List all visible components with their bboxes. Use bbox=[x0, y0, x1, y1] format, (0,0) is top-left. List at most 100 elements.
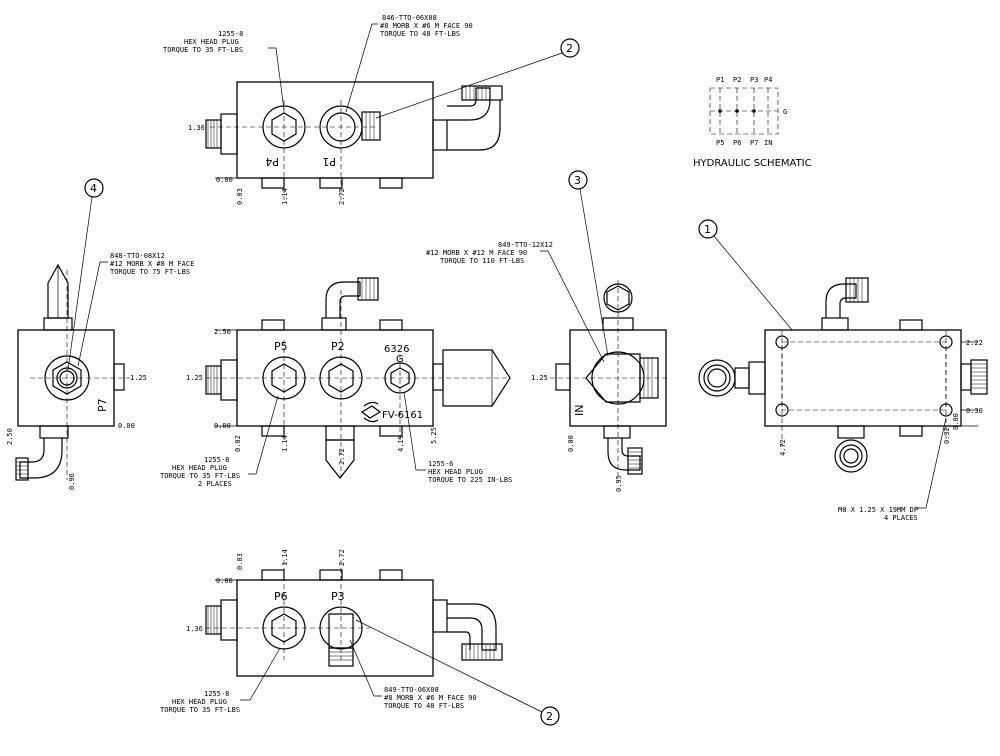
back-hole-note: M8 X 1.25 X 19MM DP bbox=[838, 506, 918, 514]
top-part-a-desc: HEX HEAD PLUG bbox=[184, 38, 239, 46]
manufacturer-logo-icon bbox=[360, 401, 382, 423]
bottom-plug-torque: TORQUE TO 35 FT-LBS bbox=[160, 706, 240, 714]
bottom-plug-desc: HEX HEAD PLUG bbox=[172, 698, 227, 706]
back-dim-222: 2.22 bbox=[966, 339, 983, 347]
front-port-p2: P2 bbox=[331, 340, 345, 353]
bottom-plug: 1255-8 bbox=[204, 690, 229, 698]
bottom-port-p6: P6 bbox=[274, 590, 288, 603]
top-dim-003: 0.03 bbox=[236, 188, 244, 205]
left-part-torque: TORQUE TO 75 FT-LBS bbox=[110, 268, 190, 276]
front-plug-b-torque: TORQUE TO 225 IN-LBS bbox=[428, 476, 512, 484]
front-port-p5: P5 bbox=[274, 340, 288, 353]
front-dim-114: 1.14 bbox=[281, 435, 289, 452]
bottom-view: 0.03 1.14 2.72 0.00 1.36 P6 P3 1255-8 HE… bbox=[160, 549, 560, 726]
back-dim-000: 0.00 bbox=[952, 413, 960, 430]
top-left-thread bbox=[205, 119, 222, 149]
front-plug-a: 1255-8 bbox=[204, 456, 229, 464]
left-top-stem bbox=[47, 263, 69, 319]
right-dim-125: 1.25 bbox=[531, 374, 548, 382]
front-dim-000: 0.00 bbox=[214, 422, 231, 430]
top-dim-000: 0.00 bbox=[216, 176, 233, 184]
right-dim-000: 0.00 bbox=[567, 435, 575, 452]
front-plug-b: 1255-6 bbox=[428, 460, 453, 468]
top-elbow bbox=[447, 87, 491, 121]
front-view: P5 P2 6326 G FV-6161 2.50 1.25 0.00 0.02… bbox=[160, 277, 512, 488]
balloon-1 bbox=[698, 219, 718, 239]
bottom-dim-003: 0.03 bbox=[236, 553, 244, 570]
schematic-title: HYDRAULIC SCHEMATIC bbox=[693, 158, 812, 169]
right-end-view: 1.25 0.00 0.95 IN 3 849-TTO-12X12 #12 MO… bbox=[426, 170, 670, 492]
top-part-a: 1255-8 bbox=[218, 30, 243, 38]
front-dim-272: 2.72 bbox=[338, 448, 346, 465]
right-port-in: IN bbox=[573, 405, 586, 416]
balloon-2-bottom bbox=[540, 706, 560, 726]
front-dim-250: 2.50 bbox=[214, 328, 231, 336]
back-dim-472: 4.72 bbox=[779, 439, 787, 456]
front-model: FV-6161 bbox=[382, 410, 423, 421]
front-dim-525: 5.25 bbox=[430, 427, 438, 444]
front-dim-419: 4.19 bbox=[397, 435, 405, 452]
bottom-dim-000: 0.00 bbox=[216, 577, 233, 585]
bottom-part-torque: TORQUE TO 48 FT-LBS bbox=[384, 702, 464, 710]
right-part-torque: TORQUE TO 110 FT-LBS bbox=[440, 257, 524, 265]
bottom-port-p3: P3 bbox=[331, 590, 345, 603]
front-port-g: G bbox=[396, 354, 404, 365]
back-dim-032: 0.32 bbox=[943, 427, 951, 444]
balloon-3-label: 3 bbox=[574, 174, 581, 187]
schem-p3: P3 bbox=[750, 76, 758, 84]
left-view: 1.25 0.00 2.50 0.96 P7 4 848-TTO-08X12 #… bbox=[6, 178, 194, 490]
top-part-b-torque: TORQUE TO 48 FT-LBS bbox=[380, 30, 460, 38]
left-port-p7: P7 bbox=[96, 398, 109, 412]
schem-p1: P1 bbox=[716, 76, 724, 84]
bottom-dim-114: 1.14 bbox=[281, 549, 289, 566]
front-plug-a-torque: TORQUE TO 35 FT-LBS bbox=[160, 472, 240, 480]
front-dim-002: 0.02 bbox=[234, 435, 242, 452]
right-part: 849-TTO-12X12 bbox=[498, 241, 553, 249]
balloon-2-top bbox=[560, 38, 580, 58]
schem-g: G bbox=[783, 108, 787, 116]
left-part: 848-TTO-08X12 bbox=[110, 252, 165, 260]
balloon-2-top-label: 2 bbox=[566, 42, 573, 55]
top-port-p4: P4 bbox=[265, 155, 279, 168]
back-bottom-nut bbox=[834, 439, 868, 473]
balloon-2-bottom-label: 2 bbox=[546, 710, 553, 723]
bottom-dim-136: 1.36 bbox=[186, 625, 203, 633]
back-dim-030: 0.30 bbox=[966, 407, 983, 415]
right-part-desc: #12 MORB X #12 M FACE 90 bbox=[426, 249, 527, 257]
top-part-b: 846-TTO-06X08 bbox=[382, 14, 437, 22]
schem-p2: P2 bbox=[733, 76, 741, 84]
front-dim-125: 1.25 bbox=[186, 374, 203, 382]
back-view-body bbox=[764, 329, 962, 427]
schem-in: IN bbox=[764, 139, 772, 147]
top-view: 1.36 0.00 0.03 1.14 2.72 P4 P1 1255-8 HE… bbox=[163, 14, 580, 205]
front-plug-a-desc: HEX HEAD PLUG bbox=[172, 464, 227, 472]
schem-p7: P7 bbox=[750, 139, 758, 147]
right-dim-095: 0.95 bbox=[615, 475, 623, 492]
schem-p5: P5 bbox=[716, 139, 724, 147]
top-left-hex bbox=[220, 113, 238, 155]
schem-p6: P6 bbox=[733, 139, 741, 147]
left-dim-000: 0.00 bbox=[118, 422, 135, 430]
top-part-b-desc: #8 MORB X #6 M FACE 90 bbox=[380, 22, 473, 30]
top-port-p1: P1 bbox=[322, 155, 336, 168]
left-part-desc: #12 MORB X #8 M FACE bbox=[110, 260, 194, 268]
front-right-stem bbox=[442, 349, 511, 407]
balloon-3 bbox=[568, 170, 588, 190]
back-view: 2.22 0.30 0.00 4.72 0.32 M8 X 1.25 X 19M… bbox=[698, 219, 988, 522]
balloon-1-label: 1 bbox=[704, 223, 711, 236]
left-dim-125: 1.25 bbox=[130, 374, 147, 382]
bottom-part-desc: #8 MORB X #6 M FACE 90 bbox=[384, 694, 477, 702]
top-view-body bbox=[236, 81, 434, 179]
top-dim-114: 1.14 bbox=[281, 188, 289, 205]
front-plug-a-places: 2 PLACES bbox=[198, 480, 232, 488]
left-dim-250: 2.50 bbox=[6, 428, 14, 445]
front-serial: 6326 bbox=[384, 344, 409, 355]
top-right-hex bbox=[432, 119, 448, 151]
balloon-4-label: 4 bbox=[90, 182, 97, 195]
schem-p4: P4 bbox=[764, 76, 772, 84]
top-dim-272: 2.72 bbox=[338, 188, 346, 205]
balloon-4 bbox=[84, 178, 104, 198]
bottom-dim-272: 2.72 bbox=[338, 549, 346, 566]
